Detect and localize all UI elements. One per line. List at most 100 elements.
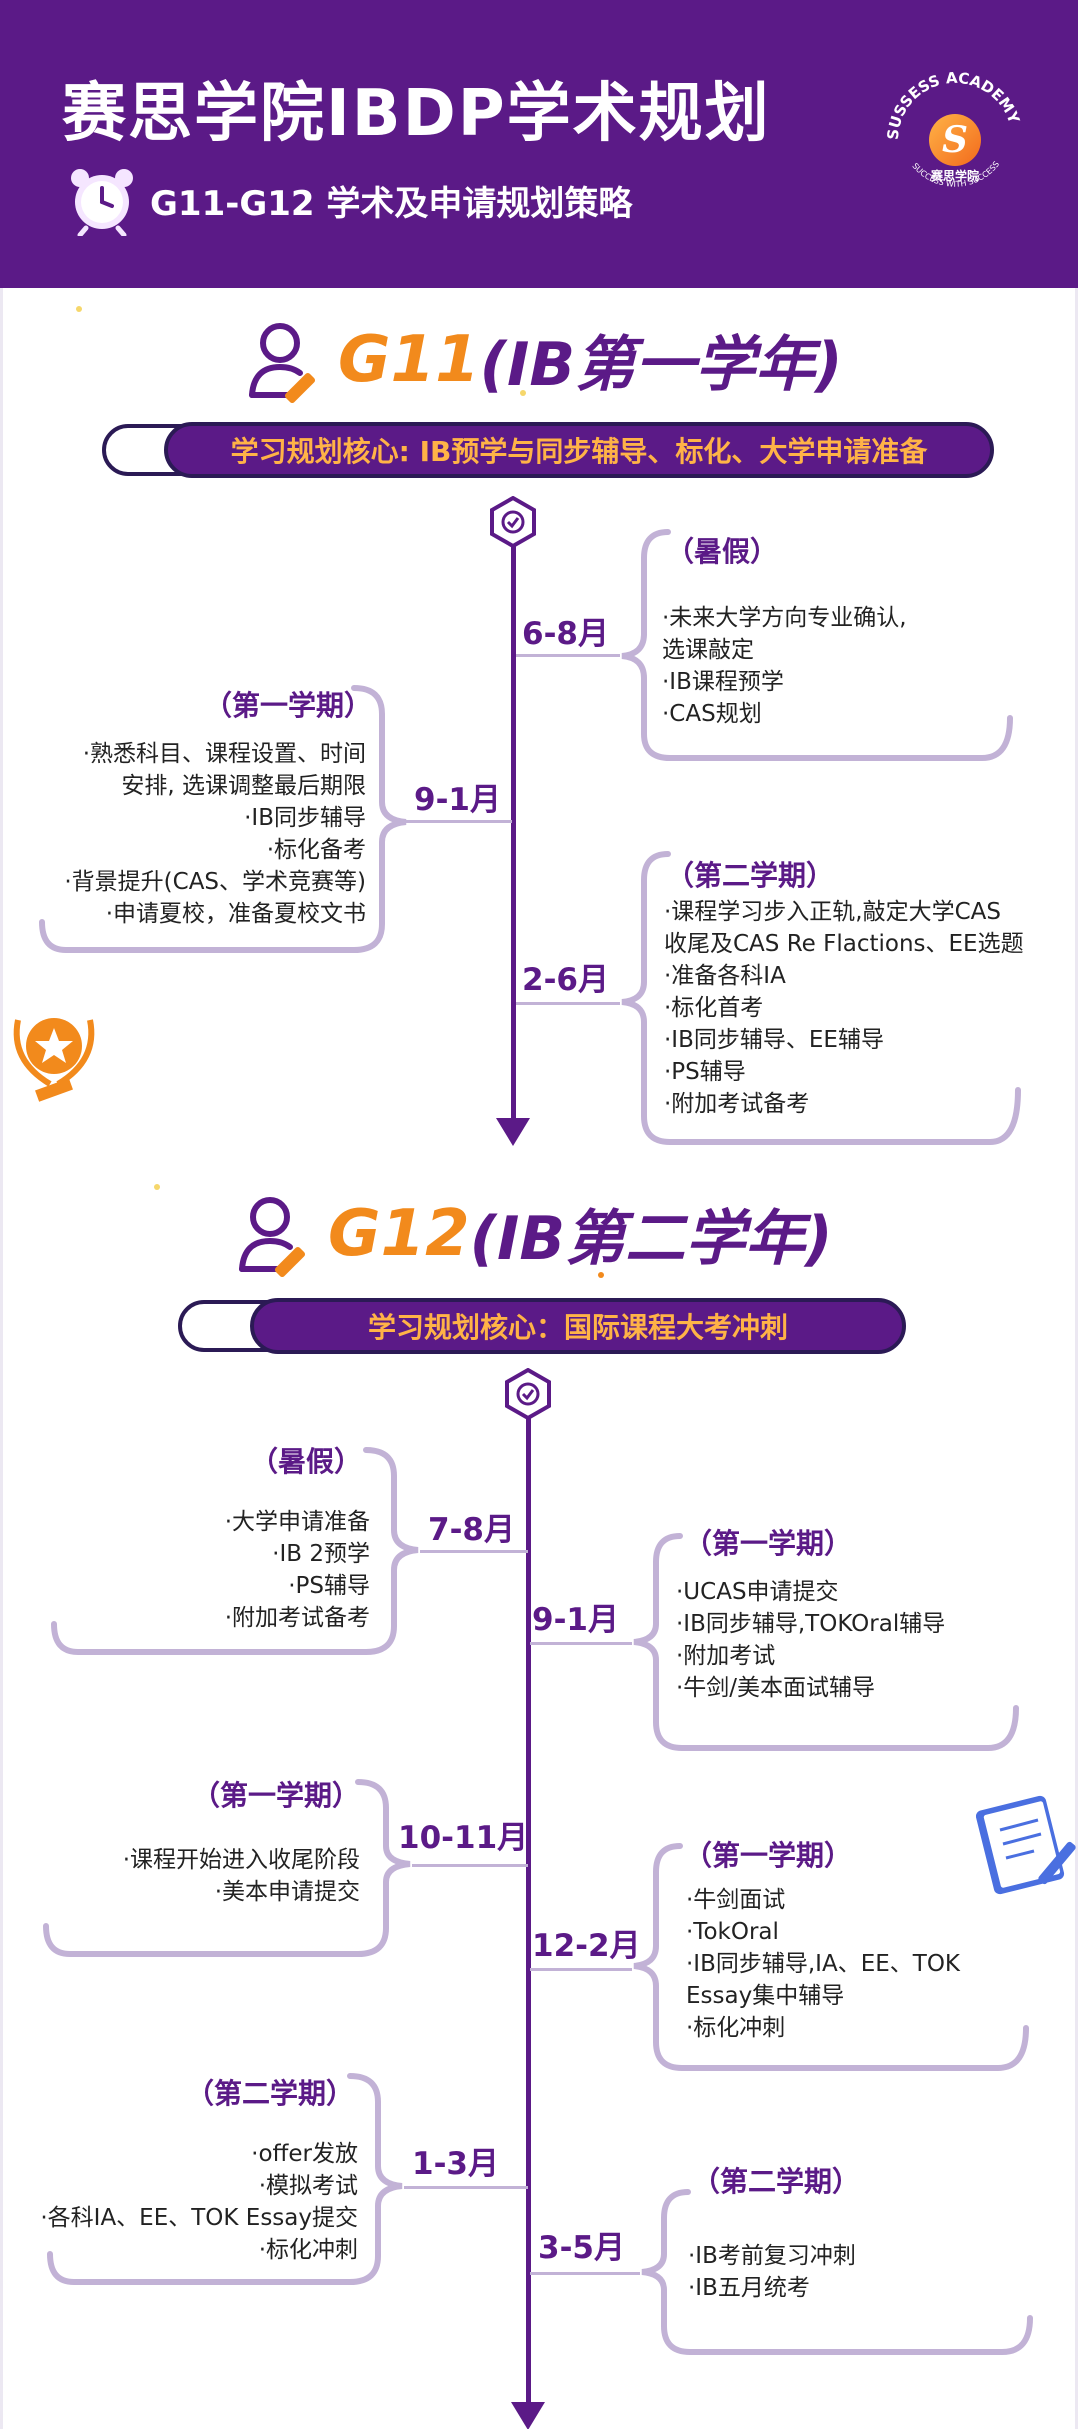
list-item: 安排, 选课调整最后期限 bbox=[121, 773, 366, 799]
person-pencil-icon bbox=[239, 1196, 306, 1277]
sparkle-dot bbox=[598, 1272, 604, 1278]
list-item: ·附加考试备考 bbox=[224, 1605, 370, 1631]
g12-month-3-5: 3-5月 bbox=[538, 2230, 626, 2266]
g11-bracket-term1 bbox=[36, 684, 410, 954]
check-badge-icon bbox=[505, 1368, 551, 1420]
list-item: ·IB同步辅导,TOKOral辅导 bbox=[676, 1611, 946, 1637]
list-item: ·熟悉科目、课程设置、时间 bbox=[82, 741, 366, 767]
g11-tick-2-6 bbox=[516, 1002, 620, 1005]
list-item: ·IB课程预学 bbox=[662, 669, 784, 695]
list-item: ·未来大学方向专业确认, bbox=[662, 605, 907, 631]
g12-tick-3-5 bbox=[530, 2272, 640, 2275]
g12-timeline-axis bbox=[526, 1418, 531, 2408]
g12-title-term1a: （第一学期） bbox=[684, 1527, 853, 1560]
g12-axis-arrow bbox=[511, 2402, 545, 2429]
g12-tick-7-8 bbox=[420, 1550, 528, 1553]
g12-bracket-term1b bbox=[40, 1778, 414, 1958]
notepad-icon bbox=[976, 1795, 1076, 1895]
g11-tick-6-8 bbox=[516, 654, 620, 657]
list-item: ·背景提升(CAS、学术竞赛等) bbox=[64, 869, 366, 895]
g12-code: G12 bbox=[328, 1196, 470, 1271]
g11-title-term1: （第一学期） bbox=[203, 689, 372, 722]
g12-bracket-term2a bbox=[44, 2072, 406, 2286]
sparkle-dot bbox=[154, 1184, 160, 1190]
g12-bracket-term2b bbox=[638, 2188, 1034, 2356]
list-item: ·牛剑面试 bbox=[686, 1887, 786, 1913]
g12-month-7-8: 7-8月 bbox=[428, 1512, 516, 1548]
list-item: ·CAS规划 bbox=[662, 701, 762, 727]
g12-title-summer: （暑假） bbox=[249, 1445, 362, 1478]
list-item: ·offer发放 bbox=[251, 2141, 358, 2167]
g11-items-term1: ·熟悉科目、课程设置、时间 安排, 选课调整最后期限 ·IB同步辅导 ·标化备考… bbox=[64, 738, 366, 930]
g11-items-term2: ·课程学习步入正轨,敲定大学CAS 收尾及CAS Re Flactions、EE… bbox=[664, 896, 1024, 1120]
g11-bracket-summer bbox=[618, 528, 1014, 762]
list-item: ·各科IA、EE、TOK Essay提交 bbox=[40, 2205, 358, 2231]
g11-month-2-6: 2-6月 bbox=[522, 962, 610, 998]
svg-text:S: S bbox=[942, 119, 968, 161]
sparkle-dot bbox=[76, 306, 82, 312]
sparkle-dot bbox=[520, 390, 526, 396]
academy-logo-icon: SUSSESS ACADEMY S 赛思学院 SUCCESS WITH SUCC… bbox=[884, 69, 1024, 189]
right-border bbox=[1075, 288, 1078, 2429]
g12-title-term1c: （第一学期） bbox=[684, 1839, 853, 1872]
g11-month-6-8: 6-8月 bbox=[522, 616, 610, 652]
list-item: ·模拟考试 bbox=[258, 2173, 358, 2199]
list-item: ·IB同步辅导 bbox=[244, 805, 366, 831]
check-badge-icon bbox=[490, 496, 536, 548]
list-item: ·标化冲刺 bbox=[258, 2237, 358, 2263]
g12-core-text: 学习规划核心：国际课程大考冲刺 bbox=[367, 1311, 788, 1344]
g12-bracket-summer bbox=[48, 1446, 422, 1656]
g12-items-term1a: ·UCAS申请提交 ·IB同步辅导,TOKOral辅导 ·附加考试 ·牛剑/美本… bbox=[676, 1576, 945, 1704]
g12-items-term2a: ·offer发放 ·模拟考试 ·各科IA、EE、TOK Essay提交 ·标化冲… bbox=[40, 2138, 358, 2266]
g11-name: (IB第一学年) bbox=[479, 330, 843, 400]
g12-bracket-term1c bbox=[630, 1842, 1030, 2072]
g12-title-term1b: （第一学期） bbox=[191, 1779, 360, 1812]
g11-code: G11 bbox=[338, 322, 480, 397]
g12-core-banner: 学习规划核心：国际课程大考冲刺 bbox=[178, 1298, 906, 1354]
list-item: ·准备各科IA bbox=[664, 963, 786, 989]
g12-tick-10-11 bbox=[412, 1864, 528, 1867]
g11-items-summer: ·未来大学方向专业确认, 选课敲定 ·IB课程预学 ·CAS规划 bbox=[662, 602, 907, 730]
g12-month-1-3: 1-3月 bbox=[412, 2146, 500, 2182]
g12-month-12-2: 12-2月 bbox=[532, 1928, 641, 1964]
g12-tick-9-1 bbox=[530, 1642, 632, 1645]
g12-tick-1-3 bbox=[404, 2186, 528, 2189]
g11-title-term2: （第二学期） bbox=[666, 859, 835, 892]
left-border bbox=[0, 288, 3, 2429]
list-item: ·IB 2预学 bbox=[272, 1541, 370, 1567]
list-item: ·附加考试 bbox=[676, 1643, 776, 1669]
g12-title-term2a: （第二学期） bbox=[185, 2077, 354, 2110]
g11-tick-9-1 bbox=[406, 820, 512, 823]
list-item: ·课程开始进入收尾阶段 bbox=[122, 1847, 360, 1873]
g12-month-9-1: 9-1月 bbox=[532, 1602, 620, 1638]
list-item: Essay集中辅导 bbox=[686, 1983, 845, 2009]
list-item: ·IB同步辅导、EE辅导 bbox=[664, 1027, 884, 1053]
list-item: ·PS辅导 bbox=[288, 1573, 370, 1599]
list-item: ·标化备考 bbox=[266, 837, 366, 863]
g12-title-term2b: （第二学期） bbox=[692, 2165, 861, 2198]
person-pencil-icon bbox=[249, 322, 316, 403]
list-item: ·课程学习步入正轨,敲定大学CAS bbox=[664, 899, 1002, 925]
g12-tick-12-2 bbox=[530, 1968, 632, 1971]
g12-heading: G12 (IB第二学年) bbox=[236, 1190, 833, 1277]
g11-heading: G11 (IB第一学年) bbox=[246, 316, 843, 403]
list-item: ·附加考试备考 bbox=[664, 1091, 810, 1117]
g11-timeline-axis bbox=[511, 546, 516, 1124]
list-item: ·IB同步辅导,IA、EE、TOK bbox=[686, 1951, 961, 1977]
list-item: ·美本申请提交 bbox=[214, 1879, 360, 1905]
list-item: 选课敲定 bbox=[662, 637, 754, 663]
list-item: ·IB考前复习冲刺 bbox=[688, 2243, 856, 2269]
list-item: 收尾及CAS Re Flactions、EE选题 bbox=[664, 931, 1024, 957]
g11-bracket-term2 bbox=[618, 850, 1022, 1146]
header-banner: 赛思学院IBDP学术规划 G11-G12 学术及申请规划策略 SUSSESS A… bbox=[0, 0, 1078, 288]
list-item: ·大学申请准备 bbox=[224, 1509, 370, 1535]
g12-items-term1b: ·课程开始进入收尾阶段 ·美本申请提交 bbox=[123, 1844, 360, 1908]
g11-axis-arrow bbox=[496, 1118, 530, 1146]
list-item: ·申请夏校，准备夏校文书 bbox=[105, 901, 366, 927]
alarm-clock-icon bbox=[71, 169, 133, 236]
g12-month-10-11: 10-11月 bbox=[398, 1820, 529, 1856]
g11-core-text: 学习规划核心: IB预学与同步辅导、标化、大学申请准备 bbox=[230, 435, 928, 468]
list-item: ·牛剑/美本面试辅导 bbox=[676, 1675, 876, 1701]
g12-name: (IB第二学年) bbox=[469, 1204, 833, 1274]
list-item: ·TokOral bbox=[686, 1919, 779, 1945]
